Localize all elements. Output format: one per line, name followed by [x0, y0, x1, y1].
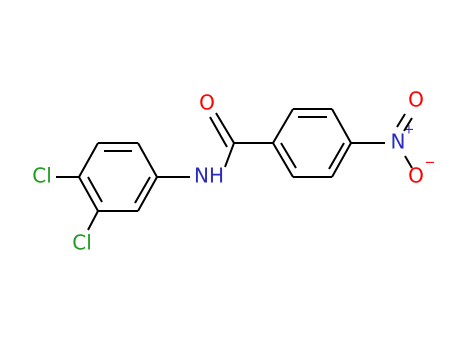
bond-cl-bottom [87, 210, 99, 231]
bond-nh-to-carbonyl [224, 142, 235, 168]
bond-ring-right-1 [272, 108, 294, 144]
bond-ring-left-4 [137, 176, 158, 212]
double-bond-ring-left-2 [134, 176, 151, 204]
bond-ring-right-6 [272, 142, 294, 178]
double-bond-ring-right-2 [328, 142, 345, 170]
bond-ring-left-1 [78, 142, 99, 178]
dichlorophenyl-ring [78, 142, 158, 212]
nitro-n-charge-label: + [404, 123, 415, 138]
bond-nitro-n-to-bottom-o [404, 155, 413, 169]
carbonyl-bond-outer [215, 112, 235, 144]
carbonyl-bond-inner [209, 116, 228, 148]
nitro-group: N + O O − [351, 88, 435, 188]
chlorine-substituents: Cl Cl [32, 164, 99, 255]
amide-linkage: NH O [157, 91, 273, 188]
nitrophenyl-ring [272, 108, 352, 178]
bond-ring-right-4 [331, 142, 352, 178]
cl-bottom-label: Cl [72, 231, 92, 255]
bond-ring-left-3 [137, 142, 158, 178]
nitro-o-bottom-label: O [408, 164, 424, 188]
bond-ring-right-3 [331, 108, 352, 144]
double-bond-ring-right-3 [280, 142, 297, 169]
bond-nitro-n-to-top-o-2 [396, 113, 406, 128]
double-bond-ring-left-3 [87, 176, 103, 203]
nitro-n-label: N [391, 130, 406, 154]
cl-top-label: Cl [32, 164, 52, 188]
bond-ring-left-6 [78, 176, 99, 212]
carbonyl-oxygen-label: O [199, 91, 215, 115]
nitro-o-charge-label: − [425, 156, 436, 171]
nh-label: NH [194, 164, 224, 188]
bond-nitro-n-to-top-o-1 [403, 117, 413, 132]
nitro-o-top-label: O [408, 88, 424, 112]
